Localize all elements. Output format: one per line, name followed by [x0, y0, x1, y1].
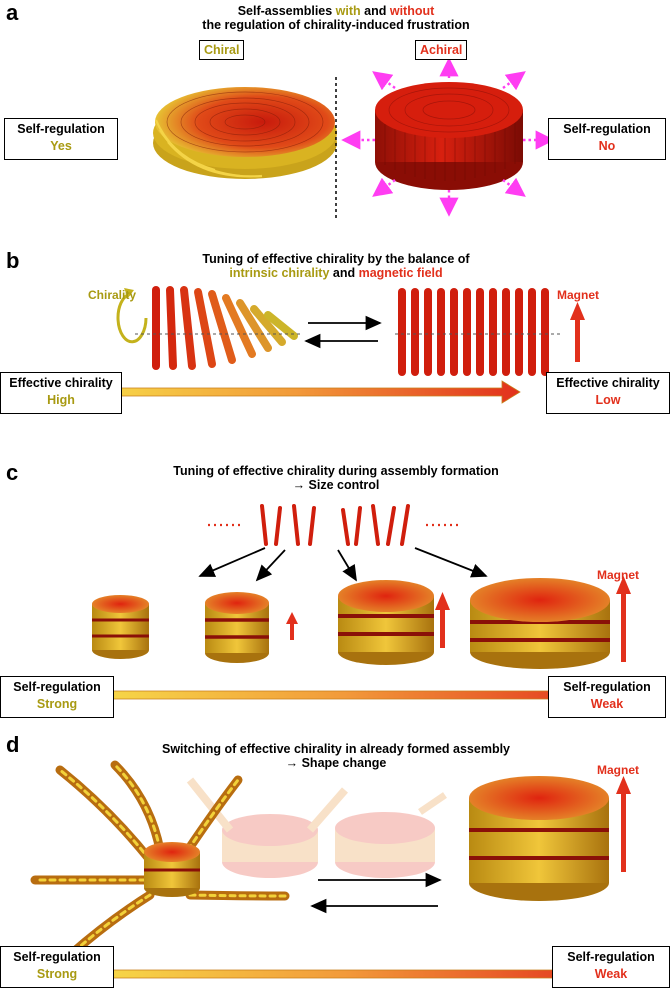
branched-core [144, 842, 200, 897]
strain-arrows [341, 57, 555, 217]
panel-a-title: Self-assemblies with and without the reg… [136, 4, 536, 32]
panel-d-title-line2: → Shape change [285, 756, 387, 770]
panel-c-title: Tuning of effective chirality during ass… [136, 464, 536, 492]
small-stack [92, 595, 149, 659]
box-label: Effective chirality [556, 376, 660, 390]
panel-b-title: Tuning of effective chirality by the bal… [136, 252, 536, 280]
self-regulation-no-box: Self-regulation No [548, 118, 666, 160]
panel-a-title-with: with [335, 4, 361, 18]
self-regulation-yes-box: Self-regulation Yes [4, 118, 118, 160]
box-label: Self-regulation [17, 122, 105, 136]
panel-a-title-without: without [389, 4, 435, 18]
magnet-arrow-small [286, 612, 298, 640]
box-label: Self-regulation [567, 950, 655, 964]
achiral-tag: Achiral [415, 40, 468, 60]
dotted-rod-row [208, 504, 462, 546]
self-regulation-gradient-arrow-c [69, 683, 619, 707]
chirality-rotation-icon [116, 288, 148, 344]
magnet-arrow-medium [435, 592, 450, 648]
d-large-stack [469, 776, 609, 901]
aligned-rods [398, 288, 549, 376]
self-regulation-gradient-arrow-d [69, 962, 619, 986]
panel-a-title-and: and [360, 4, 390, 18]
faded-intermediates [186, 777, 447, 878]
box-value: Low [595, 393, 621, 407]
effective-chirality-high-box: Effective chirality High [0, 372, 122, 414]
magnet-arrow-d [616, 776, 631, 872]
box-label: Self-regulation [13, 950, 101, 964]
box-label: Effective chirality [9, 376, 113, 390]
box-value: Strong [36, 967, 78, 981]
box-label: Self-regulation [563, 680, 651, 694]
box-value: No [598, 139, 616, 153]
large-stack [338, 580, 434, 665]
panel-letter-d: d [6, 732, 20, 757]
panel-b-title-and: and [329, 266, 359, 280]
panel-b-title-magnetic: magnetic field [358, 266, 443, 280]
box-value: Weak [594, 967, 628, 981]
panel-d-title-line1: Switching of effective chirality in alre… [161, 742, 511, 756]
magnet-label-b: Magnet [557, 288, 599, 302]
magnet-label-d: Magnet [597, 763, 639, 777]
self-regulation-weak-box-c: Self-regulation Weak [548, 676, 666, 718]
chiral-disk [153, 87, 337, 179]
self-regulation-strong-box-d: Self-regulation Strong [0, 946, 114, 988]
panel-b-title-intrinsic: intrinsic chirality [229, 266, 330, 280]
box-value: High [47, 393, 75, 407]
panel-b-title-line1: Tuning of effective chirality by the bal… [202, 252, 470, 266]
box-label: Self-regulation [13, 680, 101, 694]
box-value: Weak [590, 697, 624, 711]
magnet-label-c: Magnet [597, 568, 639, 582]
chiral-tag: Chiral [199, 40, 245, 60]
panel-a-title-pre: Self-assemblies [237, 4, 336, 18]
panel-c-title-line1: Tuning of effective chirality during ass… [173, 464, 499, 478]
self-regulation-strong-box-c: Self-regulation Strong [0, 676, 114, 718]
xlarge-stack [470, 578, 610, 669]
self-regulation-weak-box-d: Self-regulation Weak [552, 946, 670, 988]
box-value: Yes [50, 139, 72, 153]
panel-a-title-line2: the regulation of chirality-induced frus… [202, 18, 470, 32]
achiral-cylinder [375, 82, 523, 190]
chirality-label: Chirality [88, 288, 137, 302]
box-value: Strong [36, 697, 78, 711]
medium-stack [205, 592, 269, 663]
panel-letter-b: b [6, 248, 20, 273]
effective-chirality-low-box: Effective chirality Low [546, 372, 670, 414]
chiral-rods [152, 286, 298, 370]
panel-c-title-line2: → Size control [292, 478, 380, 492]
magnet-arrow-b [570, 302, 585, 362]
panel-letter-a: a [6, 0, 19, 25]
magnet-arrow-large [616, 576, 631, 662]
panel-d-title: Switching of effective chirality in alre… [136, 742, 536, 770]
effective-chirality-gradient-arrow [69, 380, 521, 404]
box-label: Self-regulation [563, 122, 651, 136]
panel-letter-c: c [6, 460, 19, 485]
